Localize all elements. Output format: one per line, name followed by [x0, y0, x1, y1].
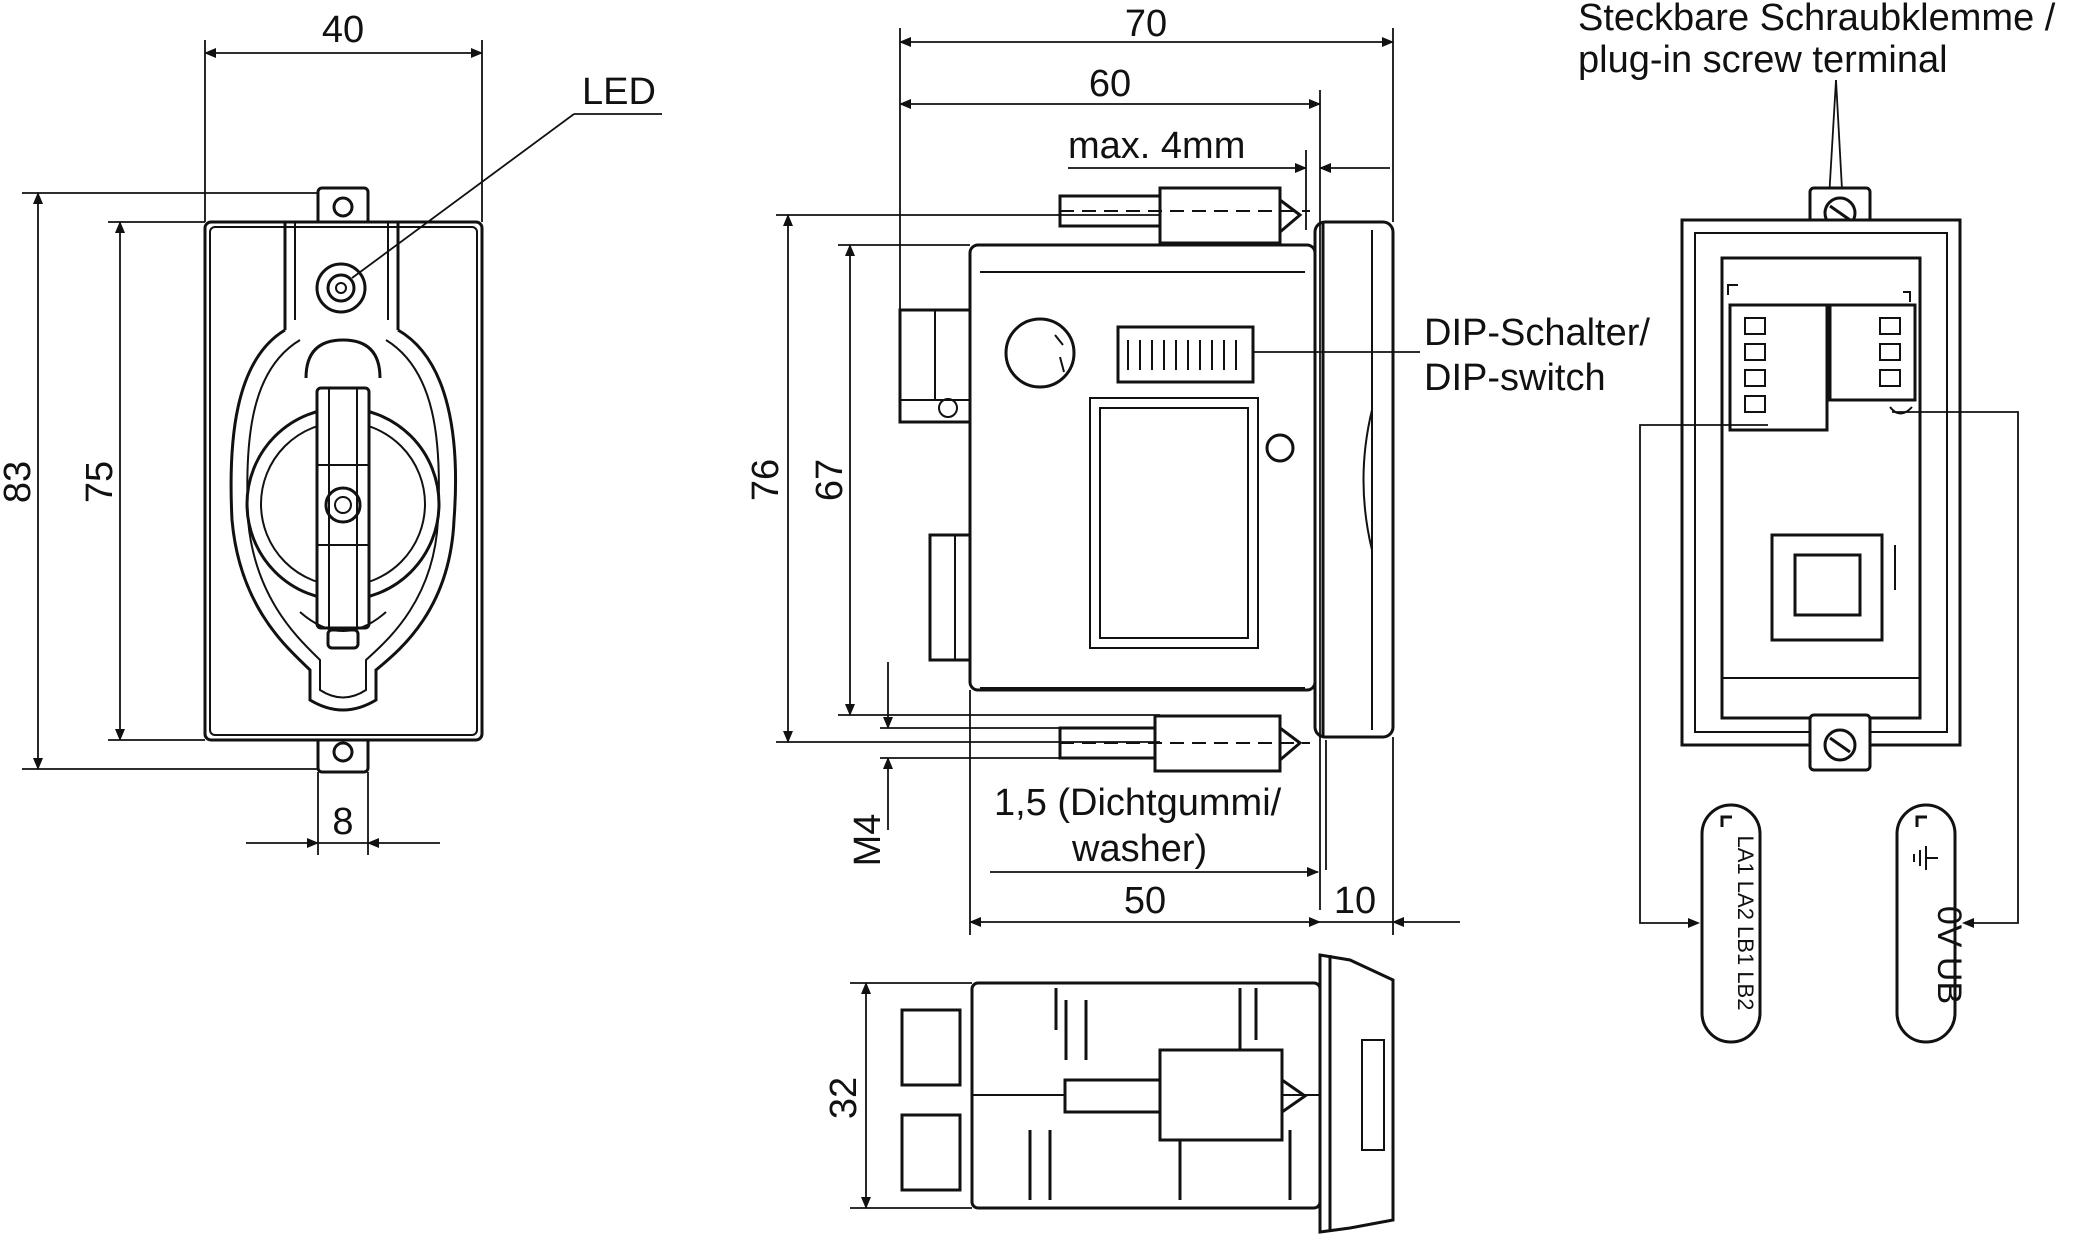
side-view: DIP-Schalter/ DIP-switch 70 60 max. 4mm … — [745, 3, 1650, 935]
led-indicator — [315, 262, 367, 314]
front-bezel — [1313, 220, 1395, 739]
max-4mm-label: max. 4mm — [1068, 125, 1245, 167]
terminal-pill-right — [1895, 803, 1957, 1044]
side-label-area — [1089, 397, 1259, 649]
dip-switch — [1116, 325, 1255, 384]
height-67-label: 67 — [809, 459, 851, 501]
bottom-connector-top — [900, 1008, 962, 1087]
side-potentiometer — [1004, 317, 1076, 389]
m4-label: M4 — [847, 814, 889, 867]
depth-50-label: 50 — [1124, 880, 1166, 922]
depth-10-label: 10 — [1334, 880, 1376, 922]
height-76-label: 76 — [745, 459, 787, 501]
rear-display-window — [1770, 533, 1884, 642]
side-housing — [968, 243, 1317, 692]
top-tab-hole — [332, 196, 354, 218]
terminal-block-right — [1828, 303, 1917, 402]
bottom-view: 32 — [823, 953, 1395, 1234]
terminal-label-de: Steckbare Schraubklemme / — [1578, 0, 2056, 39]
washer-label-line1: 1,5 (Dichtgummi/ — [994, 782, 1282, 824]
bottom-connector-bottom — [900, 1113, 962, 1192]
dip-label-en: DIP-switch — [1424, 357, 1606, 399]
height-75-label: 75 — [79, 461, 121, 503]
height-83-label: 83 — [0, 461, 39, 503]
terminal-pill-left — [1700, 803, 1762, 1044]
tab-width-8-label: 8 — [332, 801, 353, 843]
dip-label-de: DIP-Schalter/ — [1424, 312, 1650, 354]
top-screw-body — [1158, 186, 1282, 245]
ground-symbol-icon — [1913, 846, 1938, 870]
bottom-tab-hole — [332, 741, 354, 763]
terminal-block-left — [1728, 303, 1829, 432]
washer-label-line2: washer) — [1071, 828, 1207, 870]
led-label: LED — [582, 71, 656, 113]
bottom-screw-body-view — [1158, 1048, 1284, 1142]
rear-bottom-tab — [1808, 713, 1872, 772]
front-view: LED 40 83 75 8 — [0, 9, 662, 855]
depth-70-label: 70 — [1125, 3, 1167, 45]
left-pin-labels: LA1 LA2 LB1 LB2 — [1733, 836, 1758, 1011]
adjustment-screw — [324, 486, 362, 524]
right-pin-labels: 0V UB — [1930, 906, 1968, 1004]
terminal-label-en: plug-in screw terminal — [1578, 39, 1948, 81]
bottom-bezel — [1318, 953, 1395, 1234]
rear-view: Steckbare Schraubklemme / plug-in screw … — [1578, 0, 2056, 1044]
depth-60-label: 60 — [1089, 63, 1131, 105]
height-32-label: 32 — [823, 1077, 865, 1119]
width-40-label: 40 — [322, 9, 364, 51]
